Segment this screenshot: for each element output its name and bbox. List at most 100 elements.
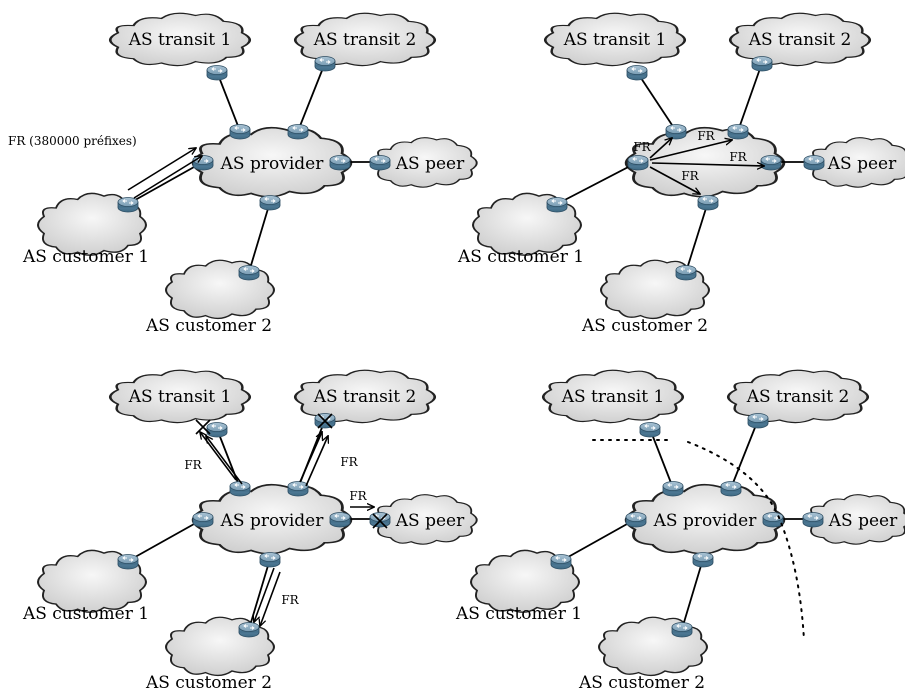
p2-fr-label-2: FR [697,129,715,143]
p3-fr-label-customer2: FR [281,593,299,607]
p2-fr-arrow-transit2 [649,140,732,161]
p2-router-pc2 [697,195,719,211]
p1-router-c1 [117,197,139,213]
p4-customer1-link [560,518,637,562]
p2-router-pt1 [665,124,687,140]
p2-fr-label-1: FR [633,140,651,154]
p1-router-t2 [314,56,336,72]
p3-router-pt1 [229,481,251,497]
p3-label-transit1: AS transit 1 [128,387,232,407]
p4-label-transit2: AS transit 2 [746,387,850,407]
p1-customer2-link [248,201,271,273]
p3-router-pc2 [259,552,281,568]
p3-fr-arrow-transit2-b [305,436,328,487]
p3-peer-block [372,513,388,529]
p2-router-t2 [751,56,773,72]
p1-router-t1 [206,65,228,81]
p3-label-customer2: AS customer 2 [145,673,272,693]
p1-label-customer1: AS customer 1 [22,247,149,267]
p4-label-transit1: AS transit 1 [561,387,665,407]
p2-router-c1 [546,197,568,213]
p1-label-transit2: AS transit 2 [313,30,417,50]
p4-router-c1 [550,554,572,570]
p4-transit2-link [730,419,759,489]
p3-label-provider: AS provider [220,511,325,531]
p2-router-pt2 [727,124,749,140]
p2-fr-arrow-customer2 [649,166,700,194]
p1-transit1-link [216,71,241,132]
p1-label-provider: AS provider [220,154,325,174]
p4-router-t2 [747,413,769,429]
p3-transit1-block [195,419,211,435]
p1-transit2-link [297,62,326,132]
p3-fr-label-peer: FR [349,489,367,503]
p2-label-customer2: AS customer 2 [581,316,708,336]
p3-fr-label-transit2: FR [340,455,358,469]
p4-label-customer1: AS customer 1 [455,604,582,624]
p4-label-peer: AS peer [828,511,898,531]
p2-label-transit2: AS transit 2 [748,30,852,50]
p1-fr-arrow-b [133,156,202,199]
p3-router-t1 [206,422,228,438]
p3-fr-arrow-transit1-b [206,436,243,485]
p3-transit2-block [317,413,333,429]
p4-router-c2 [671,622,693,638]
p3-router-c2 [238,622,260,638]
p3-router-c1 [117,554,139,570]
p3-customer2-link [248,558,271,630]
p3-transit1-link [216,428,241,489]
p1-router-pc2 [259,195,281,211]
p2-label-customer1: AS customer 1 [457,247,584,267]
p2-fr-arrow-transit1 [649,138,672,159]
p3-label-peer: AS peer [395,511,465,531]
p1-router-c2 [238,265,260,281]
p1-fr-label: FR (380000 préfixes) [8,134,137,148]
p4-router-pe [802,512,824,528]
p4-router-t1 [639,422,661,438]
p2-fr-arrow-peer [651,163,764,166]
p2-router-t1 [626,65,648,81]
p4-router-pt2 [720,481,742,497]
p3-fr-arrow-transit2-a [299,432,322,483]
p2-customer2-link [685,201,709,273]
p3-router-pt2 [287,481,309,497]
p4-router-pc1 [625,512,647,528]
p2-fr-label-3: FR [729,150,747,164]
p4-label-provider: AS provider [653,511,758,531]
p1-router-pe [369,155,391,171]
p4-label-customer2: AS customer 2 [578,673,705,693]
p2-router-hub [627,155,649,171]
p2-router-pe [803,155,825,171]
p3-customer1-link [127,518,204,562]
p1-fr-arrow-a [127,148,196,191]
p2-transit2-link [737,62,763,132]
p1-customer1-link [127,161,204,205]
p2-customer1-link [556,161,639,205]
p3-router-pc1 [192,512,214,528]
p1-router-pp [329,155,351,171]
p1-label-customer2: AS customer 2 [145,316,272,336]
p1-router-pt1 [229,124,251,140]
p2-transit1-link [636,71,677,132]
p2-fr-label-4: FR [681,169,699,183]
p3-fr-arrow-customer2-b [260,571,281,626]
p4-router-pp [762,512,784,528]
p1-label-peer: AS peer [395,154,465,174]
p3-fr-label-transit1: FR [184,458,202,472]
p3-fr-arrow-transit1-a [200,432,237,481]
p1-label-transit1: AS transit 1 [128,30,232,50]
p3-label-customer1: AS customer 1 [22,604,149,624]
p3-label-transit2: AS transit 2 [313,387,417,407]
p3-router-pp [329,512,351,528]
p4-transit1-link [649,428,674,489]
p1-router-pt2 [287,124,309,140]
p2-router-c2 [675,265,697,281]
p2-label-transit1: AS transit 1 [563,30,667,50]
p3-fr-arrow-customer2-a [254,567,275,622]
p4-customer2-link [681,558,704,630]
p4-router-pt1 [662,481,684,497]
p2-label-peer: AS peer [827,154,897,174]
p2-router-pp [760,155,782,171]
p4-router-pc2 [692,552,714,568]
